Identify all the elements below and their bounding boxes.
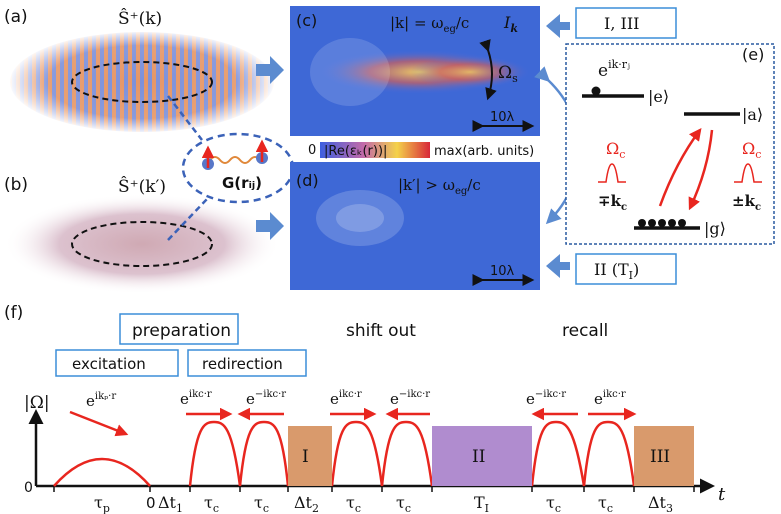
block-II-label: II xyxy=(472,447,485,467)
label-preparation: preparation xyxy=(132,321,231,341)
panel-c-condition: |k| = ωeg/c xyxy=(390,14,469,35)
label-recall: recall xyxy=(562,321,608,341)
atom-cloud-b xyxy=(4,194,280,294)
pulse-excitation xyxy=(53,457,151,487)
tau-c-6: τc xyxy=(598,493,613,514)
exp-kp: eikₚ·r xyxy=(86,391,116,410)
exp-plus-2: eikc·r xyxy=(330,389,362,408)
block-I xyxy=(288,426,332,486)
dt1-label: Δt1 xyxy=(158,493,183,514)
intensity-label: Ik xyxy=(503,13,518,35)
pulse-right-icon xyxy=(734,163,762,183)
panel-label-c: (c) xyxy=(296,11,317,30)
box-II-label: II (TI) xyxy=(594,260,639,282)
tau-c-5: τc xyxy=(546,493,561,514)
scale-bar-d: 10λ xyxy=(490,264,515,279)
panel-label-d: (d) xyxy=(296,171,319,190)
arrow-I-III xyxy=(546,14,570,38)
panel-label-a: (a) xyxy=(4,7,28,27)
s-plus-kprime-label: Ŝ⁺(k′) xyxy=(118,176,166,197)
exp-minus-1: e−ikc·r xyxy=(246,389,286,408)
tau-c-1: τc xyxy=(204,493,219,514)
omega-c-left: Ωc xyxy=(606,139,625,161)
control-pulses xyxy=(188,420,636,487)
label-redirection: redirection xyxy=(202,355,283,373)
pulse-1 xyxy=(188,420,242,487)
panel-label-e: (e) xyxy=(742,45,764,64)
tau-c-2: τc xyxy=(254,493,269,514)
tau-p-label: τp xyxy=(94,493,110,514)
arrow-a-to-c xyxy=(256,56,284,84)
level-a-label: |a⟩ xyxy=(742,105,763,124)
block-II xyxy=(432,426,532,486)
exp-minus-3: e−ikc·r xyxy=(526,389,566,408)
kp-arrow xyxy=(69,410,129,437)
origin-label: 0 xyxy=(24,480,33,496)
level-scheme-panel: (e) eik·rⱼ |e⟩ |a⟩ |g⟩ Ωc ∓kc Ωc xyxy=(565,43,775,245)
k-plus-minus: ±kc xyxy=(732,192,761,213)
time-labels: τp 0 Δt1 τc τc Δt2 τc τc TI τc τc Δt3 xyxy=(94,493,673,514)
phase-label: eik·rⱼ xyxy=(598,58,630,81)
block-III-label: III xyxy=(650,447,670,467)
arrow-II xyxy=(546,254,570,278)
scale-bar-c: 10λ xyxy=(490,110,515,125)
colorbar-max: max(arb. units) xyxy=(434,144,534,159)
level-g-label: |g⟩ xyxy=(704,219,726,238)
box-preparation xyxy=(119,313,239,345)
atom-cloud-a xyxy=(8,30,276,134)
transition-down-arrow xyxy=(688,129,714,211)
box-II xyxy=(575,253,677,285)
panel-label-f: (f) xyxy=(4,303,23,323)
box-shift-out xyxy=(337,313,437,345)
exp-plus-3: eikc·r xyxy=(594,389,626,408)
dt3-label: Δt3 xyxy=(648,493,673,514)
colorbar: 0 |Re(εₖ(r))| max(arb. units) xyxy=(308,142,534,159)
omega-c-right: Ωc xyxy=(742,139,761,161)
t-axis-label: t xyxy=(718,484,726,505)
box-recall xyxy=(553,313,623,345)
colorbar-label: |Re(εₖ(r))| xyxy=(324,144,387,159)
pulse-3 xyxy=(330,420,384,487)
colorbar-min: 0 xyxy=(308,143,316,158)
pulse-4 xyxy=(380,420,434,487)
cloud-a-ellipse xyxy=(71,61,213,103)
box-redirection xyxy=(187,349,307,377)
zero-label: 0 xyxy=(146,494,156,512)
box-excitation xyxy=(55,349,179,377)
T-I-label: TI xyxy=(474,493,489,514)
label-excitation: excitation xyxy=(72,355,146,373)
field-panel-d: (d) |k′| > ωeg/c 10λ xyxy=(290,162,540,290)
y-axis-label: |Ω| xyxy=(24,393,50,413)
coupling-label: G(rᵢⱼ) xyxy=(222,174,262,192)
tau-c-4: τc xyxy=(396,493,411,514)
axis-ticks xyxy=(53,486,695,492)
level-e-label: |e⟩ xyxy=(648,87,669,106)
exp-plus-1: eikc·r xyxy=(180,389,212,408)
pulse-2 xyxy=(238,420,290,487)
field-panel-c: (c) |k| = ωeg/c Ik Ωs 10λ xyxy=(290,6,540,136)
cloud-b-ellipse xyxy=(71,221,213,267)
block-III xyxy=(634,426,694,486)
k-minus-plus: ∓kc xyxy=(598,192,627,213)
panel-d-condition: |k′| > ωeg/c xyxy=(398,176,481,197)
pulse-left-icon xyxy=(598,163,626,183)
box-I-III xyxy=(575,7,677,39)
transition-up-arrow xyxy=(658,127,702,207)
pulse-6 xyxy=(582,420,636,487)
panel-label-b: (b) xyxy=(4,175,28,195)
s-plus-k-label: Ŝ⁺(k) xyxy=(118,8,162,29)
tau-c-3: τc xyxy=(346,493,361,514)
dt2-label: Δt2 xyxy=(294,493,319,514)
box-I-III-label: I, III xyxy=(604,14,639,33)
block-I-label: I xyxy=(302,447,309,467)
label-shift-out: shift out xyxy=(346,321,416,341)
omega-s-label: Ωs xyxy=(498,63,518,85)
arrow-b-to-d xyxy=(256,212,284,240)
exp-minus-2: e−ikc·r xyxy=(390,389,430,408)
pulse-5 xyxy=(530,420,586,487)
